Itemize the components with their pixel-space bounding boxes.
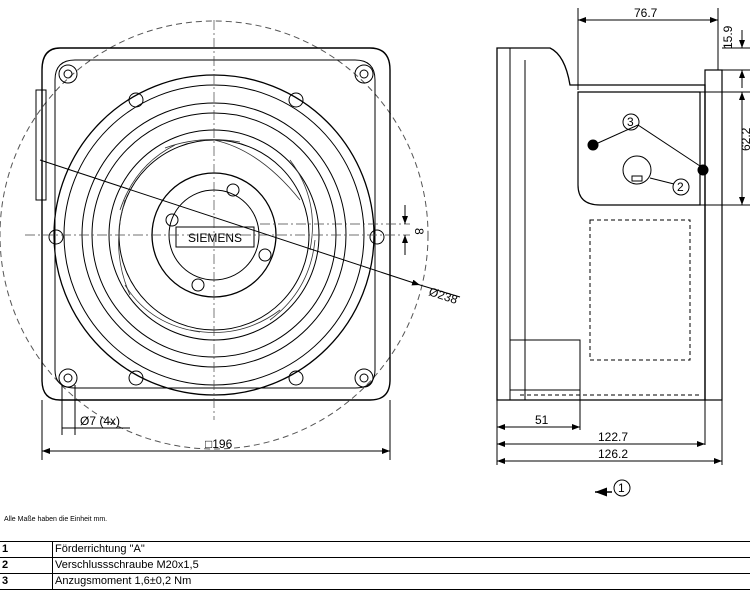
legend-text: Anzugsmoment 1,6±0,2 Nm: [52, 573, 750, 590]
dim-122-7: 122.7: [598, 430, 628, 444]
legend-num: 1: [0, 541, 53, 558]
dim-diameter-238: Ø238: [427, 285, 460, 307]
dim-square-196: □196: [205, 437, 233, 451]
dim-hole-diameter: Ø7 (4x): [80, 414, 120, 428]
legend-num: 3: [0, 573, 53, 590]
dim-126-2: 126.2: [598, 447, 628, 461]
dim-51: 51: [535, 413, 549, 427]
callout-2: 2: [677, 180, 684, 194]
callout-1-airflow: 1: [618, 481, 625, 495]
legend-text: Verschlussschraube M20x1,5: [52, 557, 750, 574]
technical-drawing: SIEMENS □196 Ø7 (4x) Ø238 8: [0, 6, 750, 497]
mounting-holes: [48, 64, 385, 388]
dim-15-9: 15.9: [721, 25, 735, 49]
units-note: Alle Maße haben die Einheit mm.: [4, 516, 108, 523]
dim-offset-8: 8: [412, 228, 426, 235]
legend-num: 2: [0, 557, 53, 574]
legend-text: Förderrichtung "A": [52, 541, 750, 558]
side-view: [496, 8, 750, 497]
front-view: SIEMENS: [0, 20, 461, 460]
dim-76-7: 76.7: [634, 6, 658, 20]
dim-62-2: 62.2: [739, 127, 750, 151]
callout-3: 3: [627, 115, 634, 129]
siemens-logo: SIEMENS: [188, 231, 242, 245]
